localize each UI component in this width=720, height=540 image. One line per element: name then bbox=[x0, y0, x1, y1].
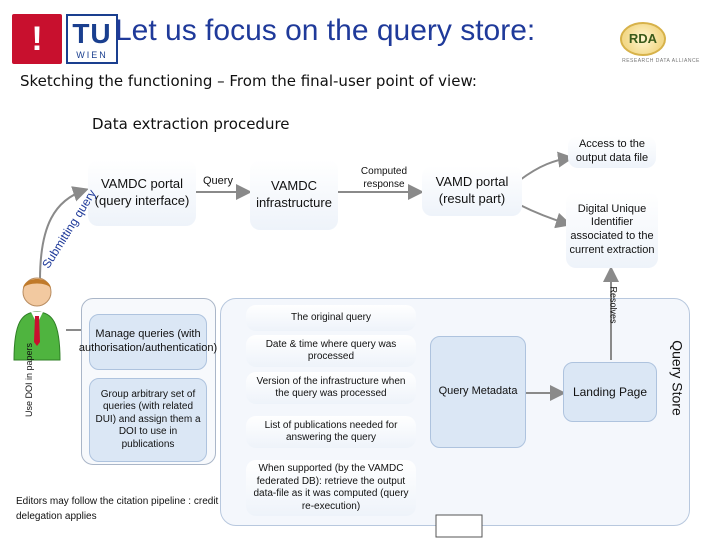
query-store-item-publications: List of publications needed for answerin… bbox=[246, 416, 416, 448]
manage-queries-box: Manage queries (with authorisation/authe… bbox=[79, 314, 217, 370]
group-queries-doi-box: Group arbitrary set of queries (with rel… bbox=[89, 378, 207, 462]
rda-logo-text: RESEARCH DATA ALLIANCE bbox=[622, 58, 700, 64]
query-store-item-datetime: Date & time where query was processed bbox=[246, 335, 416, 367]
query-label: Query bbox=[203, 175, 233, 187]
vamdc-portal-query-box: VAMDC portal (query interface) bbox=[88, 160, 196, 226]
rda-mark: RDA bbox=[628, 31, 658, 46]
submit-query-arrow bbox=[39, 186, 89, 281]
slide-title: Let us focus on the query store: bbox=[115, 14, 536, 47]
section-heading: Data extraction procedure bbox=[92, 115, 290, 133]
rda-badge: RDA bbox=[620, 22, 666, 56]
use-doi-label: Use DOI in papers bbox=[24, 342, 35, 418]
computed-response-label: Computed response bbox=[360, 166, 408, 190]
query-store-item-reexecution: When supported (by the VAMDC federated D… bbox=[246, 460, 416, 516]
doi-arrow bbox=[519, 204, 572, 229]
tu-wien-logo: TU WIEN bbox=[66, 14, 118, 64]
query-store-label: Query Store bbox=[669, 340, 686, 416]
user-icon bbox=[13, 277, 61, 361]
logo-tu-text: TU bbox=[72, 18, 112, 49]
landing-page-box: Landing Page bbox=[563, 362, 657, 422]
access-arrow bbox=[519, 151, 574, 181]
slide-subtitle: Sketching the functioning – From the fin… bbox=[20, 72, 477, 90]
digital-unique-identifier-box: Digital Unique Identifier associated to … bbox=[566, 192, 658, 268]
logo-wien-text: WIEN bbox=[76, 50, 108, 60]
resolves-label: Resolves bbox=[608, 286, 619, 324]
vamdc-infrastructure-box: VAMDC infrastructure bbox=[250, 160, 338, 230]
access-output-box: Access to the output data file bbox=[568, 136, 656, 168]
rda-logo: RDA RESEARCH DATA ALLIANCE bbox=[618, 22, 704, 68]
query-store-item-infra-version: Version of the infrastructure when the q… bbox=[246, 372, 416, 404]
tu-warning-logo: ! bbox=[12, 14, 62, 64]
vamd-portal-result-box: VAMD portal (result part) bbox=[422, 166, 522, 216]
bottom-fragment bbox=[435, 514, 483, 538]
query-metadata-box: Query Metadata bbox=[430, 336, 526, 448]
editors-note: Editors may follow the citation pipeline… bbox=[16, 496, 219, 522]
query-store-item-original-query: The original query bbox=[246, 305, 416, 331]
